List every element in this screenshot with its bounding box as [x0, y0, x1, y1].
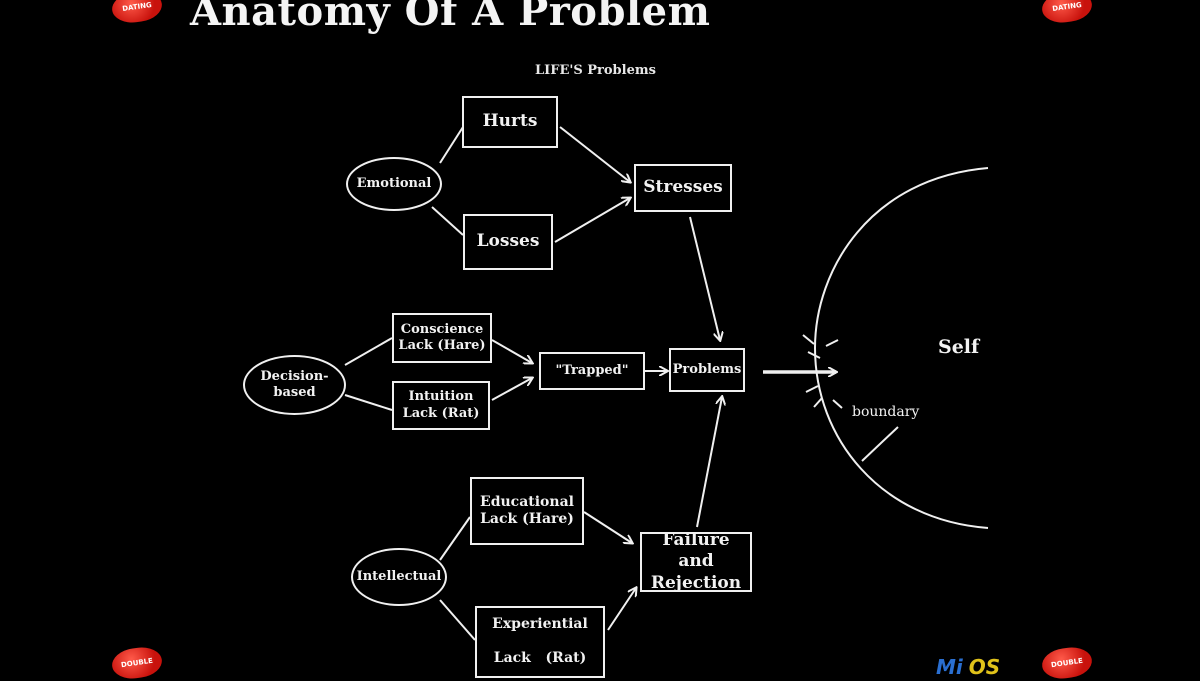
link-intellectual-educational: [439, 516, 471, 561]
node-decision-line2: based: [273, 385, 316, 400]
arrow-educational-failure: [583, 511, 632, 543]
arrow-losses-stresses: [554, 198, 630, 243]
slide-title: Anatomy Of A Problem: [190, 0, 711, 35]
node-intellectual: Intellectual: [351, 548, 447, 606]
link-decision-intuition: [344, 394, 393, 411]
node-intuition-lack: Intuition Lack (Rat): [392, 381, 490, 430]
arrow-experiential-failure: [607, 588, 636, 631]
brand-part2: OS: [968, 655, 1001, 679]
link-emotional-hurts: [439, 126, 464, 164]
node-educational-line1: Educational: [480, 493, 574, 510]
impact-tick: [807, 351, 821, 359]
self-circle: [813, 167, 989, 529]
node-hurts: Hurts: [462, 96, 558, 148]
node-conscience-line2: Lack (Hare): [398, 338, 486, 353]
node-educational-line2: Lack (Hare): [480, 511, 574, 527]
arrow-hurts-stresses: [559, 126, 630, 182]
label-boundary: boundary: [852, 404, 920, 420]
impact-tick: [802, 334, 815, 345]
link-emotional-losses: [431, 206, 464, 236]
node-failure-rejection: Failure and Rejection: [640, 530, 752, 593]
diagram-subtitle: LIFE'S Problems: [535, 63, 656, 78]
node-trapped: "Trapped": [539, 352, 645, 390]
logo-text: DOUBLE: [1050, 656, 1084, 669]
node-losses: Losses: [463, 214, 553, 270]
node-emotional: Emotional: [346, 157, 442, 211]
node-problems: Problems: [669, 348, 745, 392]
logo-text: DATING: [121, 0, 153, 13]
arrow-stresses-problems: [689, 216, 720, 340]
node-failure-line1: Failure and: [662, 530, 730, 572]
boundary-pointer: [861, 426, 899, 462]
logo-text: DATING: [1051, 0, 1083, 13]
logo-text: DOUBLE: [120, 656, 154, 669]
node-intuition-line1: Intuition: [408, 389, 474, 405]
node-educational-lack: Educational Lack (Hare): [470, 477, 584, 545]
node-stresses: Stresses: [634, 164, 732, 212]
impact-tick: [805, 385, 819, 393]
link-intellectual-experiential: [439, 599, 476, 641]
node-conscience-line1: Conscience: [400, 321, 484, 337]
node-experiential-lack: Experiential Lack (Rat): [475, 606, 605, 678]
link-decision-conscience: [344, 337, 393, 366]
arrow-conscience-trapped: [491, 339, 532, 363]
impact-tick: [825, 339, 839, 347]
node-decision-line1: Decision-: [260, 368, 329, 384]
node-conscience-lack: Conscience Lack (Hare): [392, 313, 492, 363]
node-decision-based: Decision- based: [243, 355, 346, 415]
node-failure-line2: Rejection: [650, 572, 742, 593]
node-experiential-line2: Lack (Rat): [493, 650, 587, 667]
node-experiential-line1: Experiential: [492, 616, 588, 633]
arrow-intuition-trapped: [491, 378, 532, 401]
impact-tick: [832, 399, 843, 409]
label-self: Self: [938, 336, 980, 358]
node-intuition-line2: Lack (Rat): [402, 405, 480, 421]
impact-tick: [813, 397, 823, 408]
brand-part1: Mi: [936, 655, 963, 679]
arrow-failure-problems: [696, 397, 722, 528]
